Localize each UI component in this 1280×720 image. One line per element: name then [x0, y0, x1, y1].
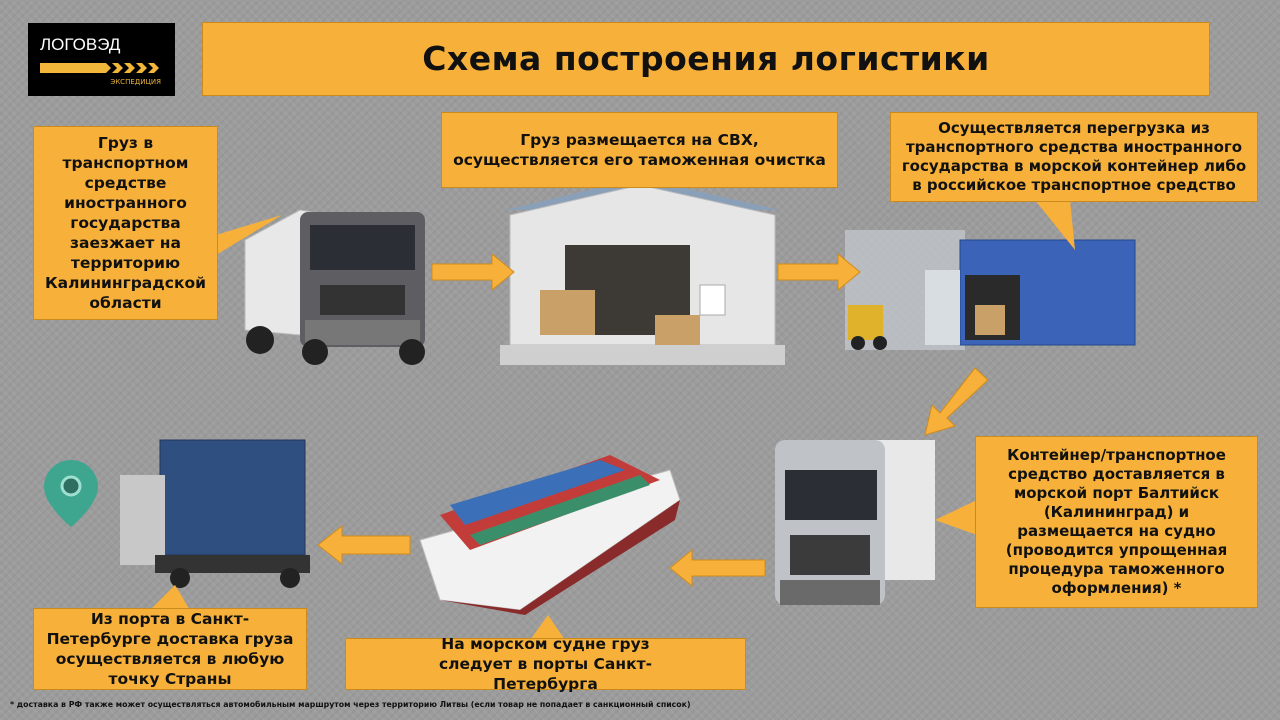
logo: ЛОГОВЭД ЭКСПЕДИЦИЯ — [28, 23, 175, 96]
step-6-callout: Из порта в Санкт-Петербурге доставка гру… — [33, 608, 307, 690]
logo-name: ЛОГОВЭД — [40, 35, 121, 54]
container-icon — [845, 230, 1136, 350]
truck-icon — [244, 209, 425, 365]
step-3-callout: Осуществляется перегрузка из транспортно… — [890, 112, 1258, 202]
warehouse-icon — [500, 178, 785, 365]
logo-arrows-icon — [40, 63, 159, 73]
footnote: * доставка в РФ также может осуществлять… — [10, 700, 691, 709]
arrow-down-left-icon — [924, 367, 989, 436]
step-1-callout: Груз в транспортном средстве иностранног… — [33, 126, 218, 320]
page-title: Схема построения логистики — [202, 22, 1210, 96]
ship-icon — [419, 455, 681, 615]
arrow-left-icon — [669, 548, 766, 588]
step-2-callout: Груз размещается на СВХ, осуществляется … — [441, 112, 838, 188]
logo-subtitle: ЭКСПЕДИЦИЯ — [110, 78, 161, 86]
step-5-callout: На морском судне груз следует в порты Са… — [345, 635, 746, 693]
arrow-right-icon — [431, 252, 515, 292]
truck-icon — [775, 440, 935, 605]
location-pin-icon — [44, 460, 98, 527]
truck-icon — [120, 439, 310, 588]
arrow-left-icon — [317, 524, 411, 566]
arrow-right-icon — [777, 252, 861, 292]
step-4-callout: Контейнер/транспортное средство доставля… — [975, 436, 1258, 608]
